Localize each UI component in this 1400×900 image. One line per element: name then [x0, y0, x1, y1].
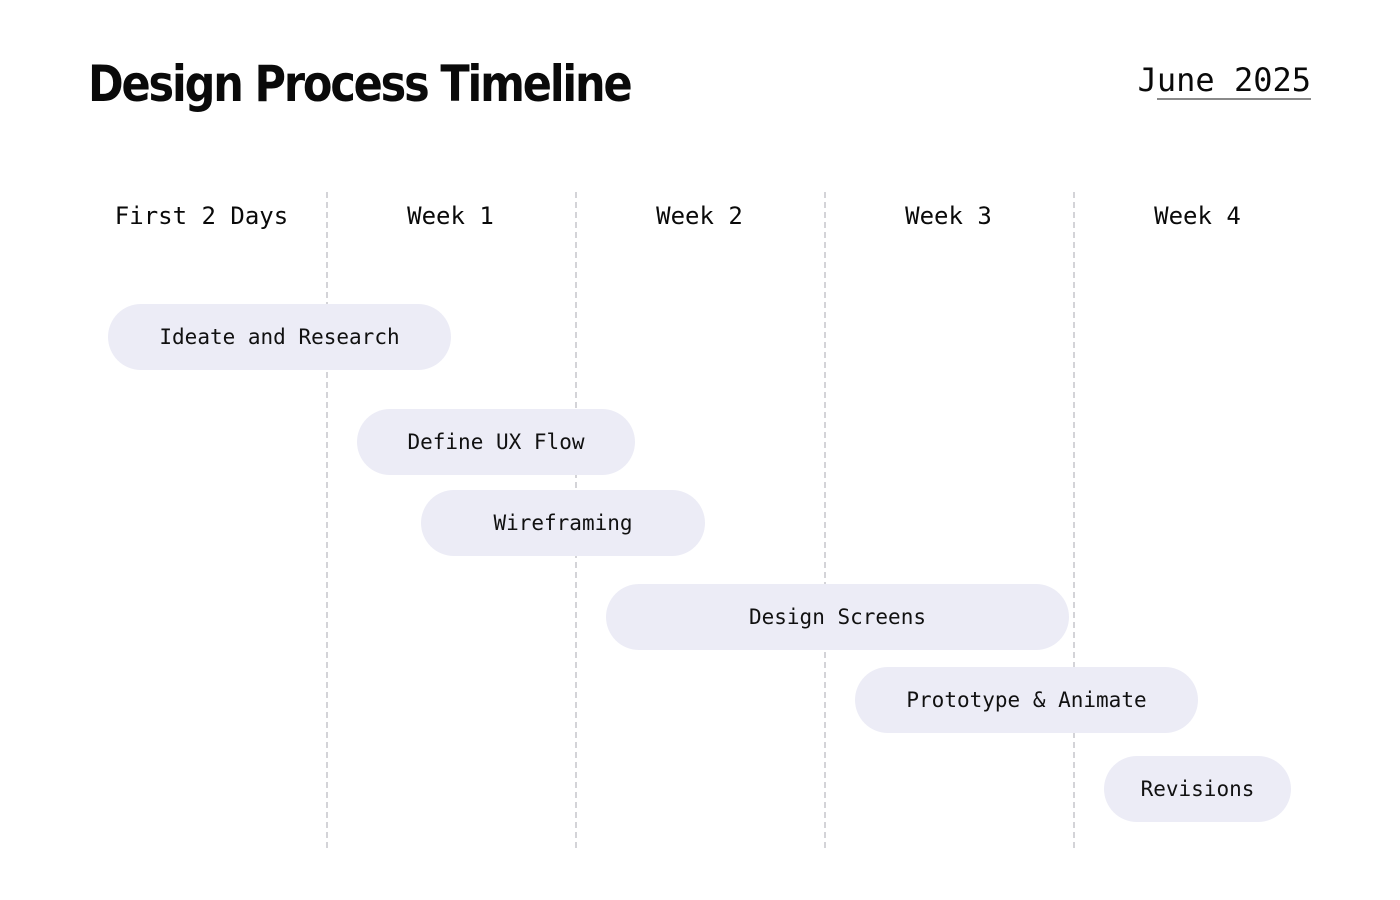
task-pill-revisions: Revisions	[1104, 756, 1291, 822]
date-label: June 2025	[1137, 61, 1311, 99]
column-label-week-4: Week 4	[1154, 202, 1241, 230]
task-pill-wireframing: Wireframing	[421, 490, 705, 556]
column-label-first-2-days: First 2 Days	[114, 202, 289, 230]
column-label-week-2: Week 2	[656, 202, 743, 230]
task-pill-ideate-and-research: Ideate and Research	[108, 304, 451, 370]
task-pill-define-ux-flow: Define UX Flow	[357, 409, 635, 475]
column-divider	[824, 192, 826, 848]
page-title: Design Process Timeline	[88, 55, 633, 113]
task-pill-design-screens: Design Screens	[606, 584, 1069, 650]
column-label-week-3: Week 3	[905, 202, 992, 230]
column-divider	[1073, 192, 1075, 848]
column-divider	[326, 192, 328, 848]
task-pill-prototype-and-animate: Prototype & Animate	[855, 667, 1198, 733]
date-underline	[1157, 98, 1311, 100]
column-label-week-1: Week 1	[407, 202, 494, 230]
